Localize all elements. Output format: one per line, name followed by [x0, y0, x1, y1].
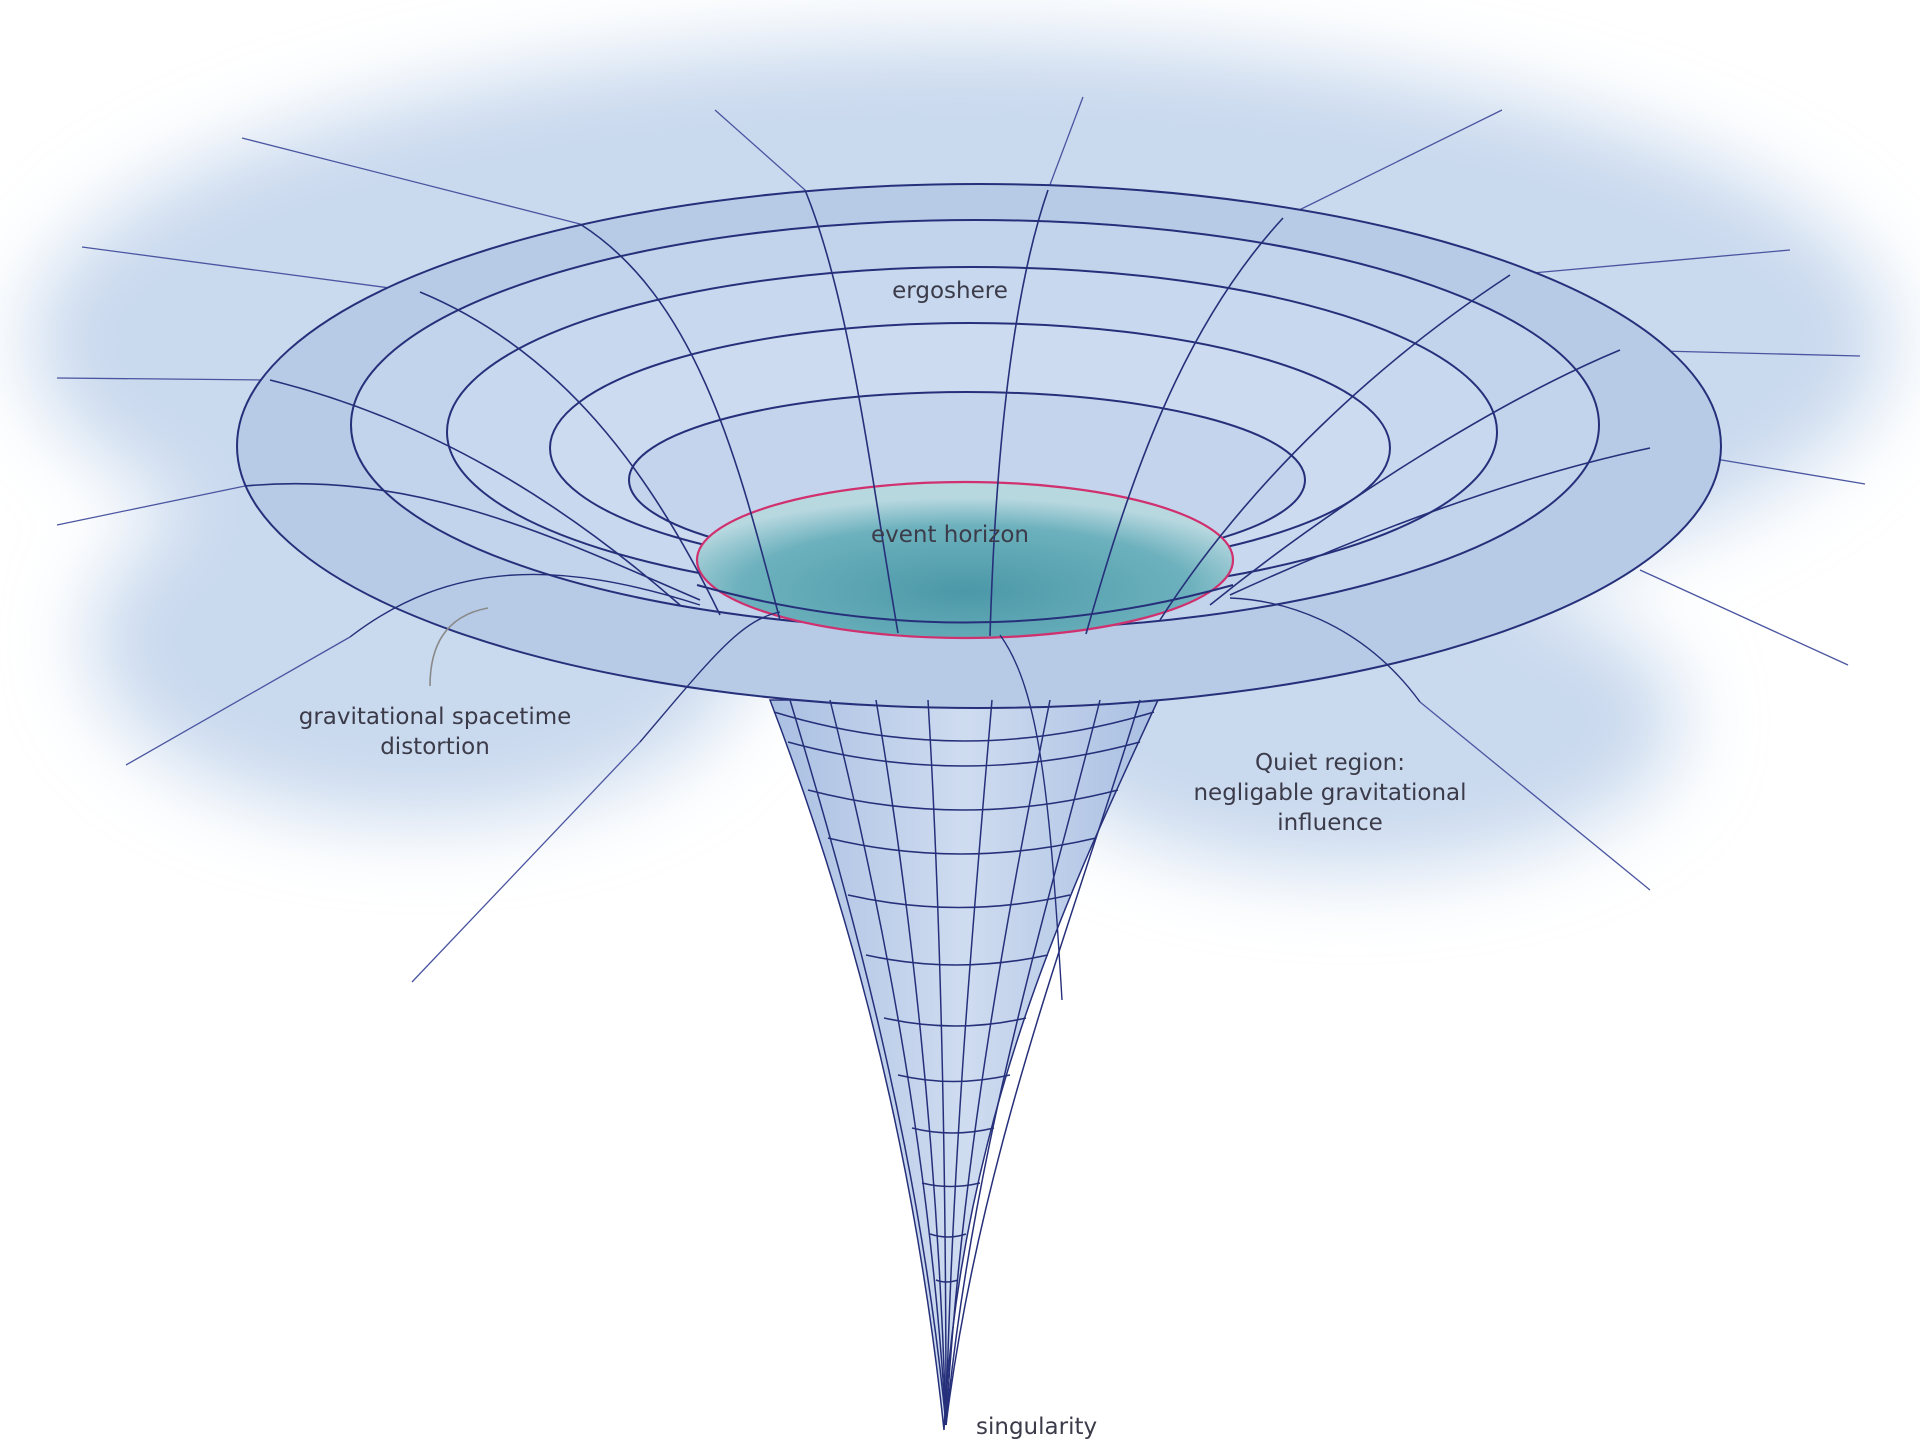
distortion-label: gravitational spacetime distortion [290, 702, 580, 762]
quiet-region-line1: Quiet region: [1254, 750, 1406, 776]
quiet-region-line2: negligable gravitational [1193, 780, 1467, 806]
throat-meridians [789, 699, 1141, 1426]
event-horizon-label: event horizon [870, 522, 1030, 548]
foreground-field-lines [349, 573, 1421, 1001]
quiet-region-line3: influence [1277, 810, 1383, 836]
quiet-region-label: Quiet region: negligable gravitational i… [1180, 748, 1480, 838]
distortion-pointer [429, 607, 489, 687]
ergosphere-label: ergoshere [892, 278, 1008, 304]
distortion-label-line2: distortion [380, 734, 490, 760]
funnel-rings [350, 219, 1600, 631]
distortion-label-line1: gravitational spacetime [298, 704, 572, 730]
funnel-meridians [244, 189, 1651, 637]
event-horizon-bottom [696, 584, 1234, 624]
singularity-label: singularity [976, 1414, 1098, 1440]
event-horizon-disc [695, 480, 1235, 640]
funnel-throat [768, 699, 1160, 1431]
